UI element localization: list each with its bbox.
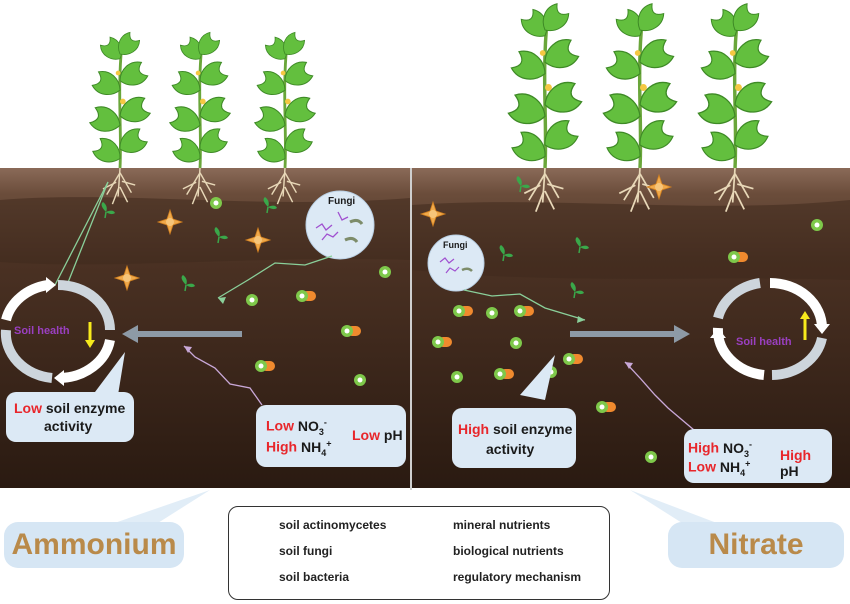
legend-mineral: mineral nutrients <box>453 518 551 532</box>
legend: soil actinomycetes soil fungi soil bacte… <box>228 506 610 600</box>
nitrate-title: Nitrate <box>668 522 844 568</box>
ph-label-right: pH <box>780 463 799 479</box>
soil-health-cycle-left <box>0 277 115 386</box>
nh4-level-high: High <box>266 438 298 455</box>
soil-health-label-right: Soil health <box>736 336 792 348</box>
no3-level-high: High <box>688 439 720 456</box>
legend-actinomycetes: soil actinomycetes <box>279 518 387 532</box>
soil-health-label-left: Soil health <box>14 325 70 337</box>
ammonium-title: Ammonium <box>4 522 184 568</box>
legend-bacteria: soil bacteria <box>279 570 350 584</box>
no3-level-low: Low <box>266 417 294 434</box>
enzyme-box-left: Low soil enzyme activity <box>6 392 134 442</box>
legend-fungi: soil fungi <box>279 544 333 558</box>
fungi-label-right: Fungi <box>443 240 468 250</box>
no3-formula: NO3- <box>297 417 327 437</box>
nh4-formula: NH4+ <box>301 438 332 458</box>
fungi-label-left: Fungi <box>328 196 356 207</box>
legend-regulatory: regulatory mechanism <box>453 570 582 584</box>
fungi-circle-left <box>305 190 375 260</box>
enzyme-text: soil enzyme <box>45 400 126 416</box>
nitrogen-box-left: Low NO3- High NH4+ Low pH <box>256 405 406 467</box>
enzyme-activity-text: activity <box>44 418 93 434</box>
nh4-formula-right: NH4+ <box>719 458 751 478</box>
enzyme-box-right: High soil enzyme activity <box>452 408 576 468</box>
nh4-level-low: Low <box>688 458 716 475</box>
enzyme-activity-text-right: activity <box>486 441 535 457</box>
ph-level-low: Low <box>352 427 380 443</box>
legend-biological: biological nutrients <box>453 544 564 558</box>
ph-label: pH <box>383 427 403 443</box>
no3-formula-right: NO3- <box>723 439 753 459</box>
fungi-circle-right <box>427 234 485 292</box>
enzyme-text-right: soil enzyme <box>493 421 573 437</box>
nitrogen-box-right: High NO3- Low NH4+ High pH <box>684 429 832 483</box>
ph-level-high: High <box>780 447 812 463</box>
enzyme-level-high: High <box>458 421 490 437</box>
enzyme-level-low: Low <box>14 400 42 416</box>
soil-health-cycle-right <box>710 278 830 380</box>
